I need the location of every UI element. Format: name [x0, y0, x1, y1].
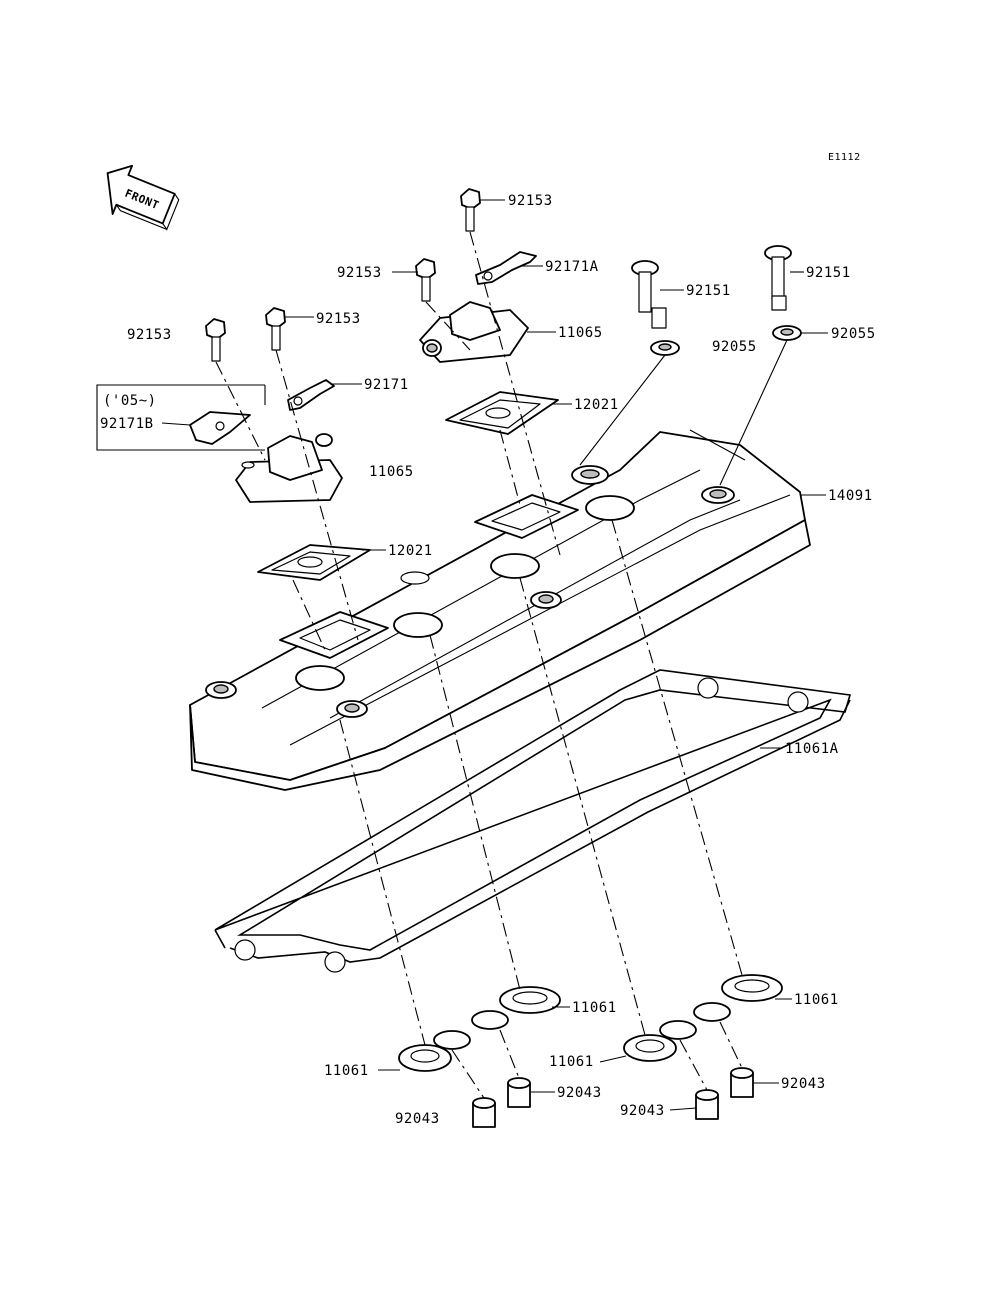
reed-plate-left: [257, 544, 371, 581]
leader-lines: [161, 199, 828, 1111]
part-labels: 92153 92171A 92153 92151 92151 92153 921…: [100, 193, 876, 1127]
label-92153-mid: 92153: [337, 265, 382, 281]
clamp-92171: [287, 379, 335, 411]
plug-gasket-left-1: [398, 1030, 471, 1072]
dowel-92043-a: [472, 1097, 496, 1128]
label-92153-left: 92153: [127, 327, 172, 343]
label-92171B: 92171B: [100, 416, 154, 432]
alignment-lines: [215, 231, 788, 1099]
front-arrow-icon: FRONT: [106, 164, 180, 231]
label-92055-a: 92055: [712, 339, 757, 355]
dowel-92043-d: [730, 1067, 754, 1098]
plug-gasket-left-2: [471, 986, 561, 1030]
label-11065-left: 11065: [369, 464, 414, 480]
washer-92055-a: [650, 340, 680, 356]
label-11061-l2: 11061: [324, 1063, 369, 1079]
dowel-92043-c: [695, 1089, 719, 1120]
label-11061-l1: 11061: [549, 1054, 594, 1070]
label-14091: 14091: [828, 488, 873, 504]
label-92151-a: 92151: [686, 283, 731, 299]
label-92153-top: 92153: [508, 193, 553, 209]
clamp-92171A: [475, 251, 537, 285]
label-11061A: 11061A: [785, 741, 839, 757]
washer-92055-b: [772, 325, 802, 341]
diagram-code: E1112: [828, 152, 861, 163]
breather-cap-right: [419, 301, 529, 363]
dowel-92043-b: [507, 1077, 531, 1108]
label-11061-r1: 11061: [794, 992, 839, 1008]
label-92043-d: 92043: [395, 1111, 440, 1127]
bolt-92151-a: [631, 260, 667, 329]
plug-gasket-right-1: [623, 1020, 697, 1062]
label-variant-note: ('05~): [103, 393, 157, 409]
bolt-92153-mid: [415, 258, 436, 302]
variant-box: [96, 384, 266, 451]
bolt-92153-left: [205, 318, 226, 362]
label-92153-leftmid: 92153: [316, 311, 361, 327]
label-92055-b: 92055: [831, 326, 876, 342]
plug-gasket-right-2: [693, 974, 783, 1022]
label-12021-right: 12021: [574, 397, 619, 413]
reed-plate-right: [445, 391, 559, 435]
label-12021-left: 12021: [388, 543, 433, 559]
label-92043-c: 92043: [620, 1103, 665, 1119]
label-92043-a: 92043: [781, 1076, 826, 1092]
label-92171A: 92171A: [545, 259, 599, 275]
label-92043-b: 92043: [557, 1085, 602, 1101]
bolt-92153-leftmid: [265, 307, 286, 351]
label-11061-r2: 11061: [572, 1000, 617, 1016]
label-92171: 92171: [364, 377, 409, 393]
head-cover-gasket: [214, 669, 852, 973]
bolt-92151-b: [764, 245, 792, 311]
label-92151-b: 92151: [806, 265, 851, 281]
label-11065-right: 11065: [558, 325, 603, 341]
bolt-92153-top: [460, 188, 481, 232]
cylinder-head-cover: [189, 431, 811, 791]
breather-cap-left: [235, 433, 343, 503]
